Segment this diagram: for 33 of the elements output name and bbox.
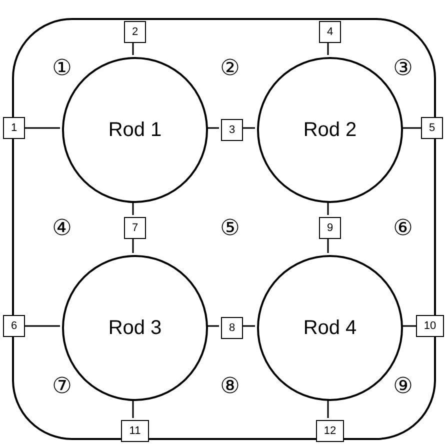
gap-number-box: 10 (416, 315, 444, 337)
connector-line (327, 41, 329, 55)
gap-number-box: 5 (421, 117, 443, 139)
connector-line (132, 41, 134, 55)
region-number: ⑧ (220, 375, 240, 397)
connector-line (206, 325, 219, 327)
gap-number-box: 3 (221, 119, 243, 141)
region-number: ⑥ (393, 217, 413, 239)
connector-line (327, 201, 329, 215)
connector-line (241, 127, 255, 129)
connector-line (327, 399, 329, 418)
region-number: ⑤ (220, 217, 240, 239)
region-number: ② (220, 57, 240, 79)
gap-number-box: 7 (124, 217, 146, 239)
gap-number-box: 1 (3, 117, 25, 139)
gap-number-box: 11 (121, 420, 149, 442)
gap-number-box: 6 (3, 315, 25, 337)
gap-number-box: 8 (221, 317, 243, 339)
connector-line (401, 127, 421, 129)
gap-number-box: 2 (124, 21, 146, 43)
connector-line (132, 399, 134, 418)
connector-line (206, 127, 219, 129)
connector-line (401, 325, 416, 327)
region-number: ④ (52, 217, 72, 239)
gap-number-box: 12 (316, 420, 344, 442)
connector-line (25, 325, 60, 327)
connector-line (132, 237, 134, 253)
connector-line (132, 201, 134, 215)
gap-number-box: 9 (319, 217, 341, 239)
connector-line (327, 237, 329, 253)
connector-line (25, 127, 60, 129)
connector-line (241, 325, 255, 327)
gap-number-box: 4 (319, 21, 341, 43)
